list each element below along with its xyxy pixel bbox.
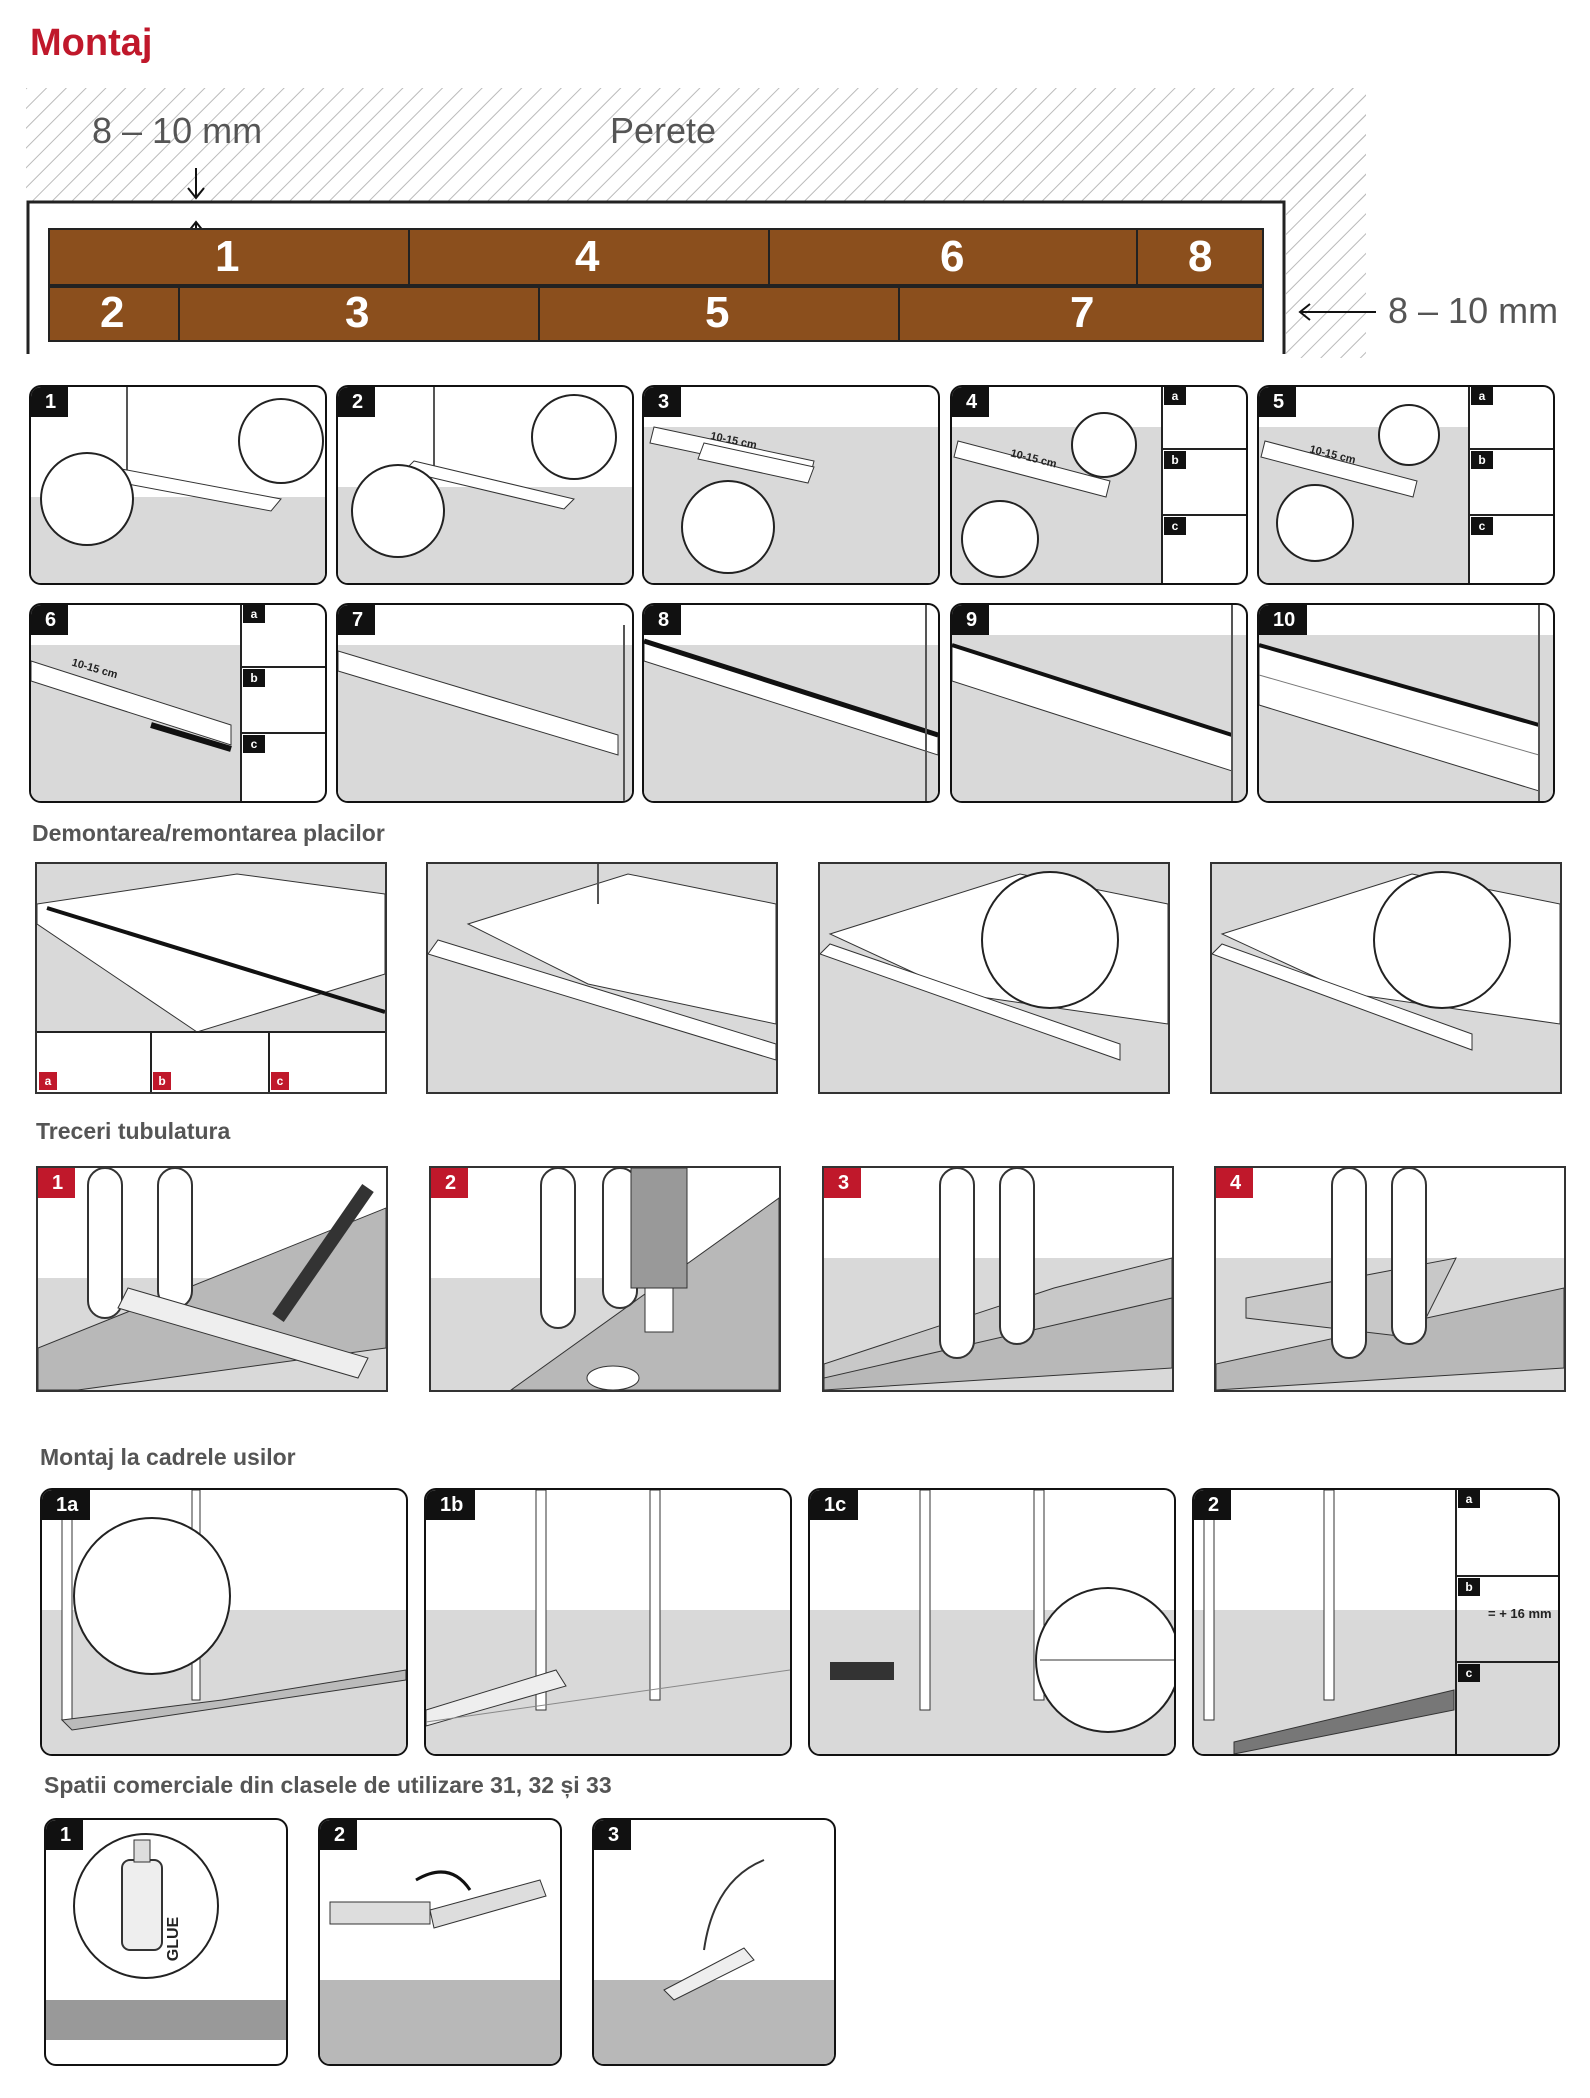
sublabel: b (153, 1072, 171, 1090)
step-badge: 10 (1259, 605, 1308, 635)
sublabel: c (1164, 517, 1186, 535)
sublabel: b (1458, 1578, 1480, 1596)
sublabel: c (271, 1072, 289, 1090)
install-step-panel: 8 (642, 603, 940, 803)
install-step-panel: 7 (336, 603, 634, 803)
install-step-panel: 5 a b c 10-15 cm (1257, 385, 1555, 585)
step-badge: 3 (644, 387, 682, 417)
sublabel: a (39, 1072, 57, 1090)
page-title: Montaj (30, 22, 153, 64)
step-badge: 2 (338, 387, 376, 417)
plank: 3 (178, 286, 540, 342)
step-badge: 3 (594, 1820, 632, 1850)
sublabel: a (1458, 1490, 1480, 1508)
sublabel: b (243, 669, 265, 687)
section-heading-pipes: Treceri tubulatura (36, 1118, 231, 1144)
pipe-panel: 1 (36, 1166, 388, 1392)
install-step-panel: 3 10-15 cm (642, 385, 940, 585)
demount-panel (1210, 862, 1562, 1094)
plank: 1 (48, 228, 410, 286)
plank-number: 8 (1188, 232, 1213, 281)
plank-number: 1 (215, 232, 240, 281)
sublabel: b (1471, 451, 1493, 469)
section-heading-commercial: Spatii comerciale din clasele de utiliza… (44, 1772, 612, 1798)
step-badge: 2 (1194, 1490, 1232, 1520)
pipe-panel: 3 (822, 1166, 1174, 1392)
step-badge: 4 (1216, 1168, 1254, 1198)
plank-row-2: 2 3 5 7 (48, 286, 1264, 342)
step-badge: 1 (46, 1820, 84, 1850)
install-step-panel: 9 (950, 603, 1248, 803)
commercial-panel: 3 (592, 1818, 836, 2066)
sublabel: c (1471, 517, 1493, 535)
sublabel: a (1164, 387, 1186, 405)
install-step-panel: 6 a b c 10-15 cm (29, 603, 327, 803)
install-step-panel: 10 (1257, 603, 1555, 803)
plank-number: 7 (1070, 288, 1095, 337)
plank: 8 (1136, 228, 1264, 286)
plank: 2 (48, 286, 180, 342)
step-badge: 1 (38, 1168, 76, 1198)
glue-label: GLUE (165, 1916, 183, 1962)
plank-number: 3 (345, 288, 370, 337)
plank-row-1: 1 4 6 8 (48, 228, 1264, 286)
demount-panel (818, 862, 1170, 1094)
plank: 4 (408, 228, 770, 286)
plank-number: 5 (705, 288, 730, 337)
step-badge: 8 (644, 605, 682, 635)
door-panel: 1a (40, 1488, 408, 1756)
step-badge: 5 (1259, 387, 1297, 417)
step-badge: 1c (810, 1490, 859, 1520)
step-badge: 9 (952, 605, 990, 635)
pipe-panel: 2 (429, 1166, 781, 1392)
commercial-panel: 2 (318, 1818, 562, 2066)
plank: 5 (538, 286, 900, 342)
demount-panel (426, 862, 778, 1094)
step-badge: 3 (824, 1168, 862, 1198)
install-step-panel: 2 (336, 385, 634, 585)
pipe-panel: 4 (1214, 1166, 1566, 1392)
gap-right-label: 8 – 10 mm (1388, 290, 1559, 331)
sublabel: a (243, 605, 265, 623)
wall-hatch (26, 88, 1376, 358)
plank-number: 2 (100, 288, 125, 337)
door-panel: 1c (808, 1488, 1176, 1756)
install-step-panel: 4 a b c 10-15 cm (950, 385, 1248, 585)
sublabel: a (1471, 387, 1493, 405)
plank-number: 4 (575, 232, 600, 281)
wall-label: Perete (610, 110, 717, 151)
section-heading-demount: Demontarea/remontarea placilor (32, 820, 385, 846)
step-badge: 2 (431, 1168, 469, 1198)
plank: 7 (898, 286, 1264, 342)
section-heading-doors: Montaj la cadrele usilor (40, 1444, 296, 1470)
door-note: = + 16 mm (1488, 1606, 1552, 1621)
step-badge: 1b (426, 1490, 476, 1520)
plank: 6 (768, 228, 1138, 286)
gap-top-label: 8 – 10 mm (92, 110, 263, 151)
install-step-panel: 1 (29, 385, 327, 585)
sublabel: b (1164, 451, 1186, 469)
step-badge: 2 (320, 1820, 358, 1850)
plank-number: 6 (940, 232, 965, 281)
step-badge: 1a (42, 1490, 91, 1520)
layout-diagram: 8 – 10 mm Perete 8 – 10 mm 1 4 6 8 2 3 5… (26, 88, 1566, 358)
step-badge: 7 (338, 605, 376, 635)
sublabel: c (243, 735, 265, 753)
step-badge: 4 (952, 387, 990, 417)
step-badge: 6 (31, 605, 69, 635)
demount-panel: a b c (35, 862, 387, 1094)
step-badge: 1 (31, 387, 69, 417)
commercial-panel: 1 GLUE (44, 1818, 288, 2066)
door-panel: 1b (424, 1488, 792, 1756)
sublabel: c (1458, 1664, 1480, 1682)
door-panel: 2 a b c = + 16 mm (1192, 1488, 1560, 1756)
